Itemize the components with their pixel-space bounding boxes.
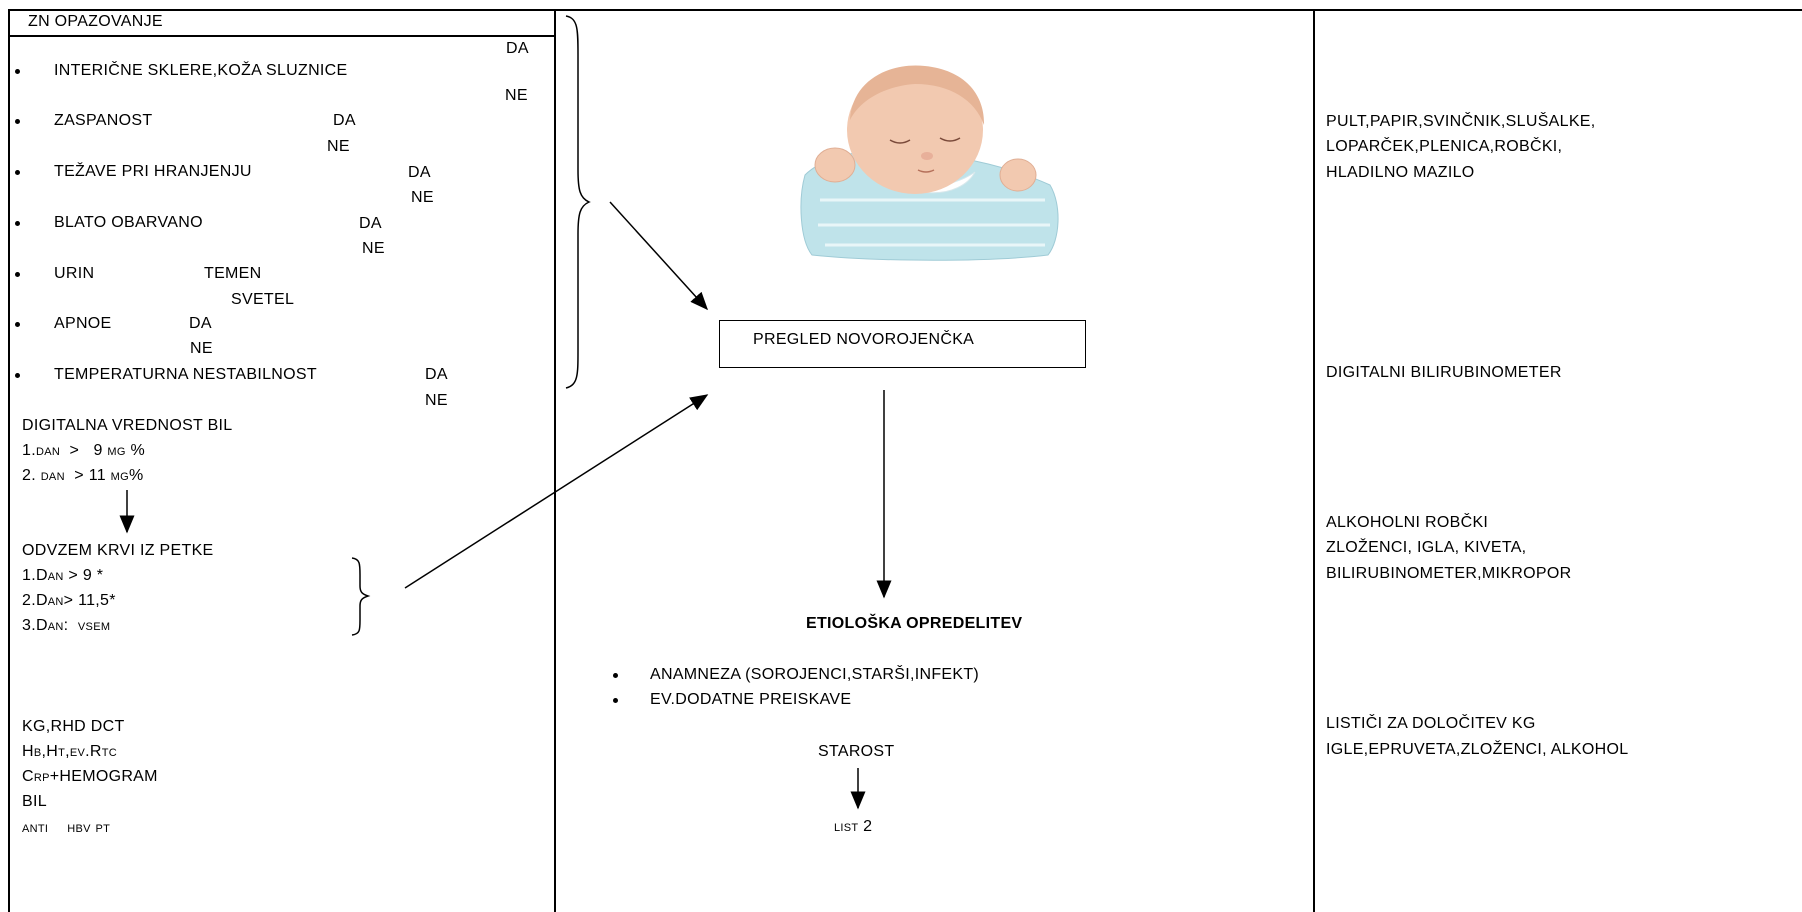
frame-left-border: [8, 9, 10, 912]
obs-7-opt2: NE: [425, 392, 448, 409]
equipment-3-line-1: ALKOHOLNI ROBČKI: [1326, 514, 1489, 531]
obs-4-opt2: NE: [362, 240, 385, 257]
etiology-title: ETIOLOŠKA OPREDELITEV: [806, 615, 1023, 632]
column-divider-1: [554, 9, 556, 912]
blood-line-1: 1.Dan > 9 *: [22, 567, 104, 584]
age-label: STAROST: [818, 743, 895, 760]
baby-illustration: [800, 65, 1059, 261]
etiology-item-1: ANAMNEZA (SOROJENCI,STARŠI,INFEKT): [650, 666, 980, 683]
equipment-1-line-1: PULT,PAPIR,SVINČNIK,SLUŠALKE,: [1326, 113, 1596, 130]
bil-title: DIGITALNA VREDNOST BIL: [22, 417, 233, 434]
obs-4-opt1: DA: [359, 215, 382, 232]
obs-3-opt1: DA: [408, 164, 431, 181]
lab-line-5: anti hbv pt: [22, 819, 111, 836]
next-list-label: list 2: [834, 818, 873, 835]
equipment-3-line-3: BILIRUBINOMETER,MIKROPOR: [1326, 565, 1572, 582]
obs-2-label: ZASPANOST: [54, 112, 153, 129]
bullet: [613, 698, 618, 703]
bullet: [15, 221, 20, 226]
equipment-4-line-1: LISTIČI ZA DOLOČITEV KG: [1326, 715, 1536, 732]
bullet: [15, 272, 20, 277]
brace-blood: [351, 557, 371, 636]
lab-line-1: KG,RHD DCT: [22, 718, 125, 735]
bullet: [15, 69, 20, 74]
obs-1-opt2: NE: [505, 87, 528, 104]
bullet: [15, 119, 20, 124]
obs-4-label: BLATO OBARVANO: [54, 214, 203, 231]
bullet: [15, 322, 20, 327]
lab-line-3: Crp+HEMOGRAM: [22, 768, 158, 785]
blood-line-3: 3.Dan: vsem: [22, 617, 111, 634]
bullet: [15, 373, 20, 378]
blood-title: ODVZEM KRVI IZ PETKE: [22, 542, 214, 559]
obs-6-label: APNOE: [54, 315, 112, 332]
obs-5-label: URIN: [54, 265, 95, 282]
column-header: ZN OPAZOVANJE: [28, 13, 163, 30]
obs-2-opt1: DA: [333, 112, 356, 129]
arrow-to-exam-2: [404, 394, 709, 589]
obs-1-label: INTERIČNE SKLERE,KOŽA SLUZNICE: [54, 62, 348, 79]
bil-day-2: 2. dan > 11 mg%: [22, 467, 144, 484]
obs-3-opt2: NE: [411, 189, 434, 206]
column-divider-2: [1313, 9, 1315, 912]
equipment-1-line-3: HLADILNO MAZILO: [1326, 164, 1475, 181]
exam-box-label: PREGLED NOVOROJENČKA: [753, 331, 975, 348]
header-underline: [8, 35, 554, 37]
bullet: [15, 170, 20, 175]
lab-line-2: Hb,Ht,ev.Rtc: [22, 743, 117, 760]
obs-1-opt1: DA: [506, 40, 529, 57]
obs-7-label: TEMPERATURNA NESTABILNOST: [54, 366, 317, 383]
equipment-1-line-2: LOPARČEK,PLENICA,ROBČKI,: [1326, 138, 1563, 155]
frame-top-border: [8, 9, 1802, 11]
bullet: [613, 673, 618, 678]
bil-day-1: 1.dan > 9 mg %: [22, 442, 145, 459]
obs-6-opt1: DA: [189, 315, 212, 332]
obs-6-opt2: NE: [190, 340, 213, 357]
arrow-to-exam-1: [609, 201, 709, 311]
lab-line-4: BIL: [22, 793, 47, 810]
blood-line-2: 2.Dan> 11,5*: [22, 592, 116, 609]
obs-5-opt1: TEMEN: [204, 265, 262, 282]
obs-3-label: TEŽAVE PRI HRANJENJU: [54, 163, 252, 180]
obs-7-opt1: DA: [425, 366, 448, 383]
etiology-item-2: EV.DODATNE PREISKAVE: [650, 691, 852, 708]
exam-box: [719, 320, 1086, 368]
obs-2-opt2: NE: [327, 138, 350, 155]
equipment-3-line-2: ZLOŽENCI, IGLA, KIVETA,: [1326, 539, 1527, 556]
equipment-2-line-1: DIGITALNI BILIRUBINOMETER: [1326, 364, 1562, 381]
obs-5-opt2: SVETEL: [231, 291, 295, 308]
equipment-4-line-2: IGLE,EPRUVETA,ZLOŽENCI, ALKOHOL: [1326, 741, 1629, 758]
brace-observations: [565, 15, 591, 389]
